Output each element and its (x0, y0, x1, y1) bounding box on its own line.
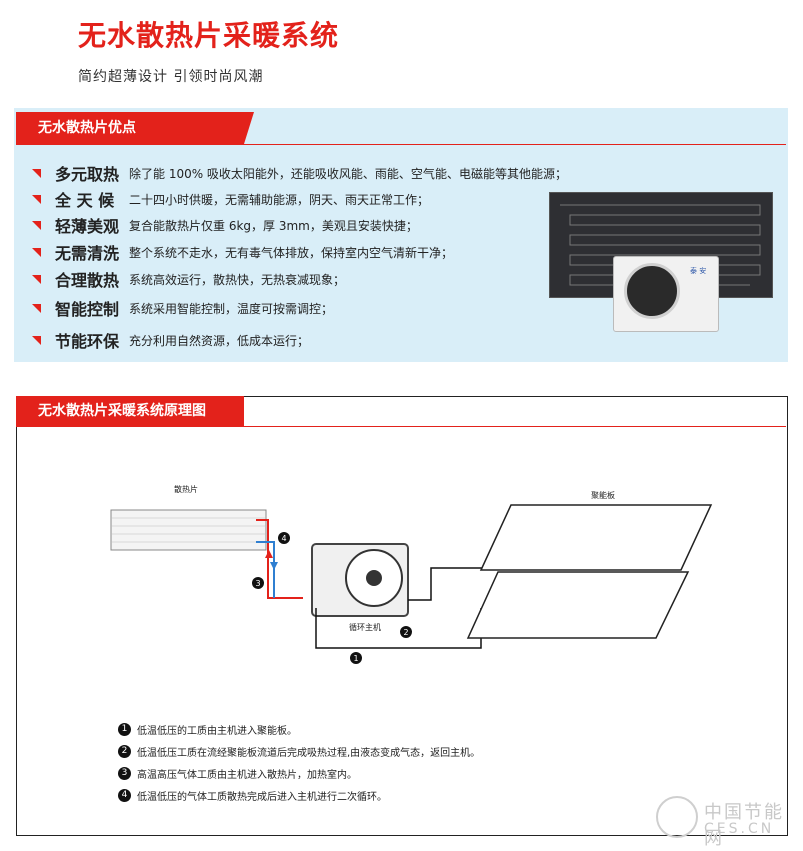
steps-list: 1 低温低压的工质由主机进入聚能板。 2 低温低压工质在流经聚能板流道后完成吸热… (118, 718, 480, 806)
triangle-bullet-icon (32, 168, 41, 178)
panel-pipes-graphic (560, 204, 761, 286)
step-item: 2 低温低压工质在流经聚能板流道后完成吸热过程,由液态变成气态，返回主机。 (118, 740, 480, 762)
host-fan-hub-icon (366, 570, 382, 586)
advantage-desc: 复合能散热片仅重 6kg，厚 3mm，美观且安装快捷； (129, 218, 418, 233)
advantages-divider (16, 144, 786, 145)
step-item: 1 低温低压的工质由主机进入聚能板。 (118, 718, 480, 740)
watermark-en: CES.CN (704, 821, 775, 837)
triangle-bullet-icon (32, 303, 41, 313)
svg-text:3: 3 (255, 579, 260, 588)
advantage-label: 合理散热 (55, 271, 120, 290)
svg-text:1: 1 (353, 654, 358, 663)
hot-arrow-icon (265, 550, 273, 558)
advantage-label: 智能控制 (55, 300, 120, 319)
advantage-desc: 除了能 100% 吸收太阳能外，还能吸收风能、雨能、空气能、电磁能等其他能源； (129, 166, 567, 181)
svg-text:2: 2 (403, 628, 408, 637)
advantage-desc: 系统高效运行，散热快，无热衰减现象； (129, 272, 346, 287)
marker-4 (278, 532, 290, 544)
advantage-item: 轻薄美观 复合能散热片仅重 6kg，厚 3mm，美观且安装快捷； (32, 214, 418, 236)
advantage-item: 节能环保 充分利用自然资源，低成本运行； (32, 329, 309, 351)
triangle-bullet-icon (32, 220, 41, 230)
step-text: 低温低压工质在流经聚能板流道后完成吸热过程,由液态变成气态，返回主机。 (137, 747, 481, 759)
advantage-label: 全 天 候 (55, 191, 115, 210)
advantage-item: 无需清洗 整个系统不走水，无有毒气体排放，保持室内空气清新干净； (32, 241, 453, 263)
brand-logo: 泰 安 (690, 267, 707, 275)
advantage-label: 无需清洗 (55, 244, 120, 263)
svg-text:4: 4 (281, 534, 286, 543)
fan-icon (624, 263, 680, 319)
step-number: 2 (118, 744, 131, 758)
watermark-cn: 中国节能网 (704, 802, 784, 849)
step-number: 3 (118, 766, 131, 780)
page-subtitle: 简约超薄设计 引领时尚风潮 (78, 69, 264, 85)
advantage-desc: 充分利用自然资源，低成本运行； (129, 333, 310, 348)
marker-3 (252, 577, 264, 589)
advantage-label: 多元取热 (55, 165, 120, 184)
advantage-item: 全 天 候 二十四小时供暖，无需辅助能源，阴天、雨天正常工作； (32, 188, 429, 210)
page-title: 无水散热片采暖系统 (78, 19, 340, 52)
cold-pipe (256, 541, 275, 598)
principle-diagram: 散热片 3 4 循环主机 1 2 聚能板 (110, 484, 713, 664)
panels-label: 聚能板 (591, 490, 615, 500)
advantage-item: 智能控制 系统采用智能控制，温度可按需调控； (32, 297, 333, 319)
advantage-label: 轻薄美观 (55, 217, 120, 236)
step-item: 3 高温高压气体工质由主机进入散热片，加热室内。 (118, 762, 480, 784)
advantage-item: 多元取热 除了能 100% 吸收太阳能外，还能吸收风能、雨能、空气能、电磁能等其… (32, 162, 567, 184)
marker-2 (400, 626, 412, 638)
step-item: 4 低温低压的气体工质散热完成后进入主机进行二次循环。 (118, 784, 480, 806)
advantages-heading: 无水散热片优点 (16, 112, 254, 144)
advantage-desc: 二十四小时供暖，无需辅助能源，阴天、雨天正常工作； (129, 192, 430, 207)
principle-frame (16, 396, 788, 836)
principle-heading: 无水散热片采暖系统原理图 (16, 396, 244, 426)
triangle-bullet-icon (32, 247, 41, 257)
host-label: 循环主机 (349, 622, 381, 632)
step-text: 低温低压的气体工质散热完成后进入主机进行二次循环。 (137, 791, 387, 803)
step-text: 高温高压气体工质由主机进入散热片，加热室内。 (137, 769, 357, 781)
advantage-desc: 整个系统不走水，无有毒气体排放，保持室内空气清新干净； (129, 245, 454, 260)
supply-pipe (408, 567, 486, 601)
marker-1 (350, 652, 362, 664)
triangle-bullet-icon (32, 194, 41, 204)
principle-divider (16, 426, 786, 427)
step-text: 低温低压的工质由主机进入聚能板。 (137, 725, 297, 737)
triangle-bullet-icon (32, 274, 41, 284)
watermark-logo-icon (656, 796, 698, 838)
collector-panel-bottom (466, 571, 690, 639)
radiator-label: 散热片 (174, 484, 198, 494)
advantage-label: 节能环保 (55, 332, 120, 351)
triangle-bullet-icon (32, 335, 41, 345)
advantage-item: 合理散热 系统高效运行，散热快，无热衰减现象； (32, 268, 345, 290)
step-number: 1 (118, 722, 131, 736)
hot-pipe (256, 519, 303, 599)
collector-panel-top (479, 504, 713, 571)
step-number: 4 (118, 788, 131, 802)
cold-arrow-icon (270, 562, 278, 570)
radiator-shape (110, 509, 267, 551)
advantage-desc: 系统采用智能控制，温度可按需调控； (129, 301, 334, 316)
radiator-grid (111, 517, 266, 543)
